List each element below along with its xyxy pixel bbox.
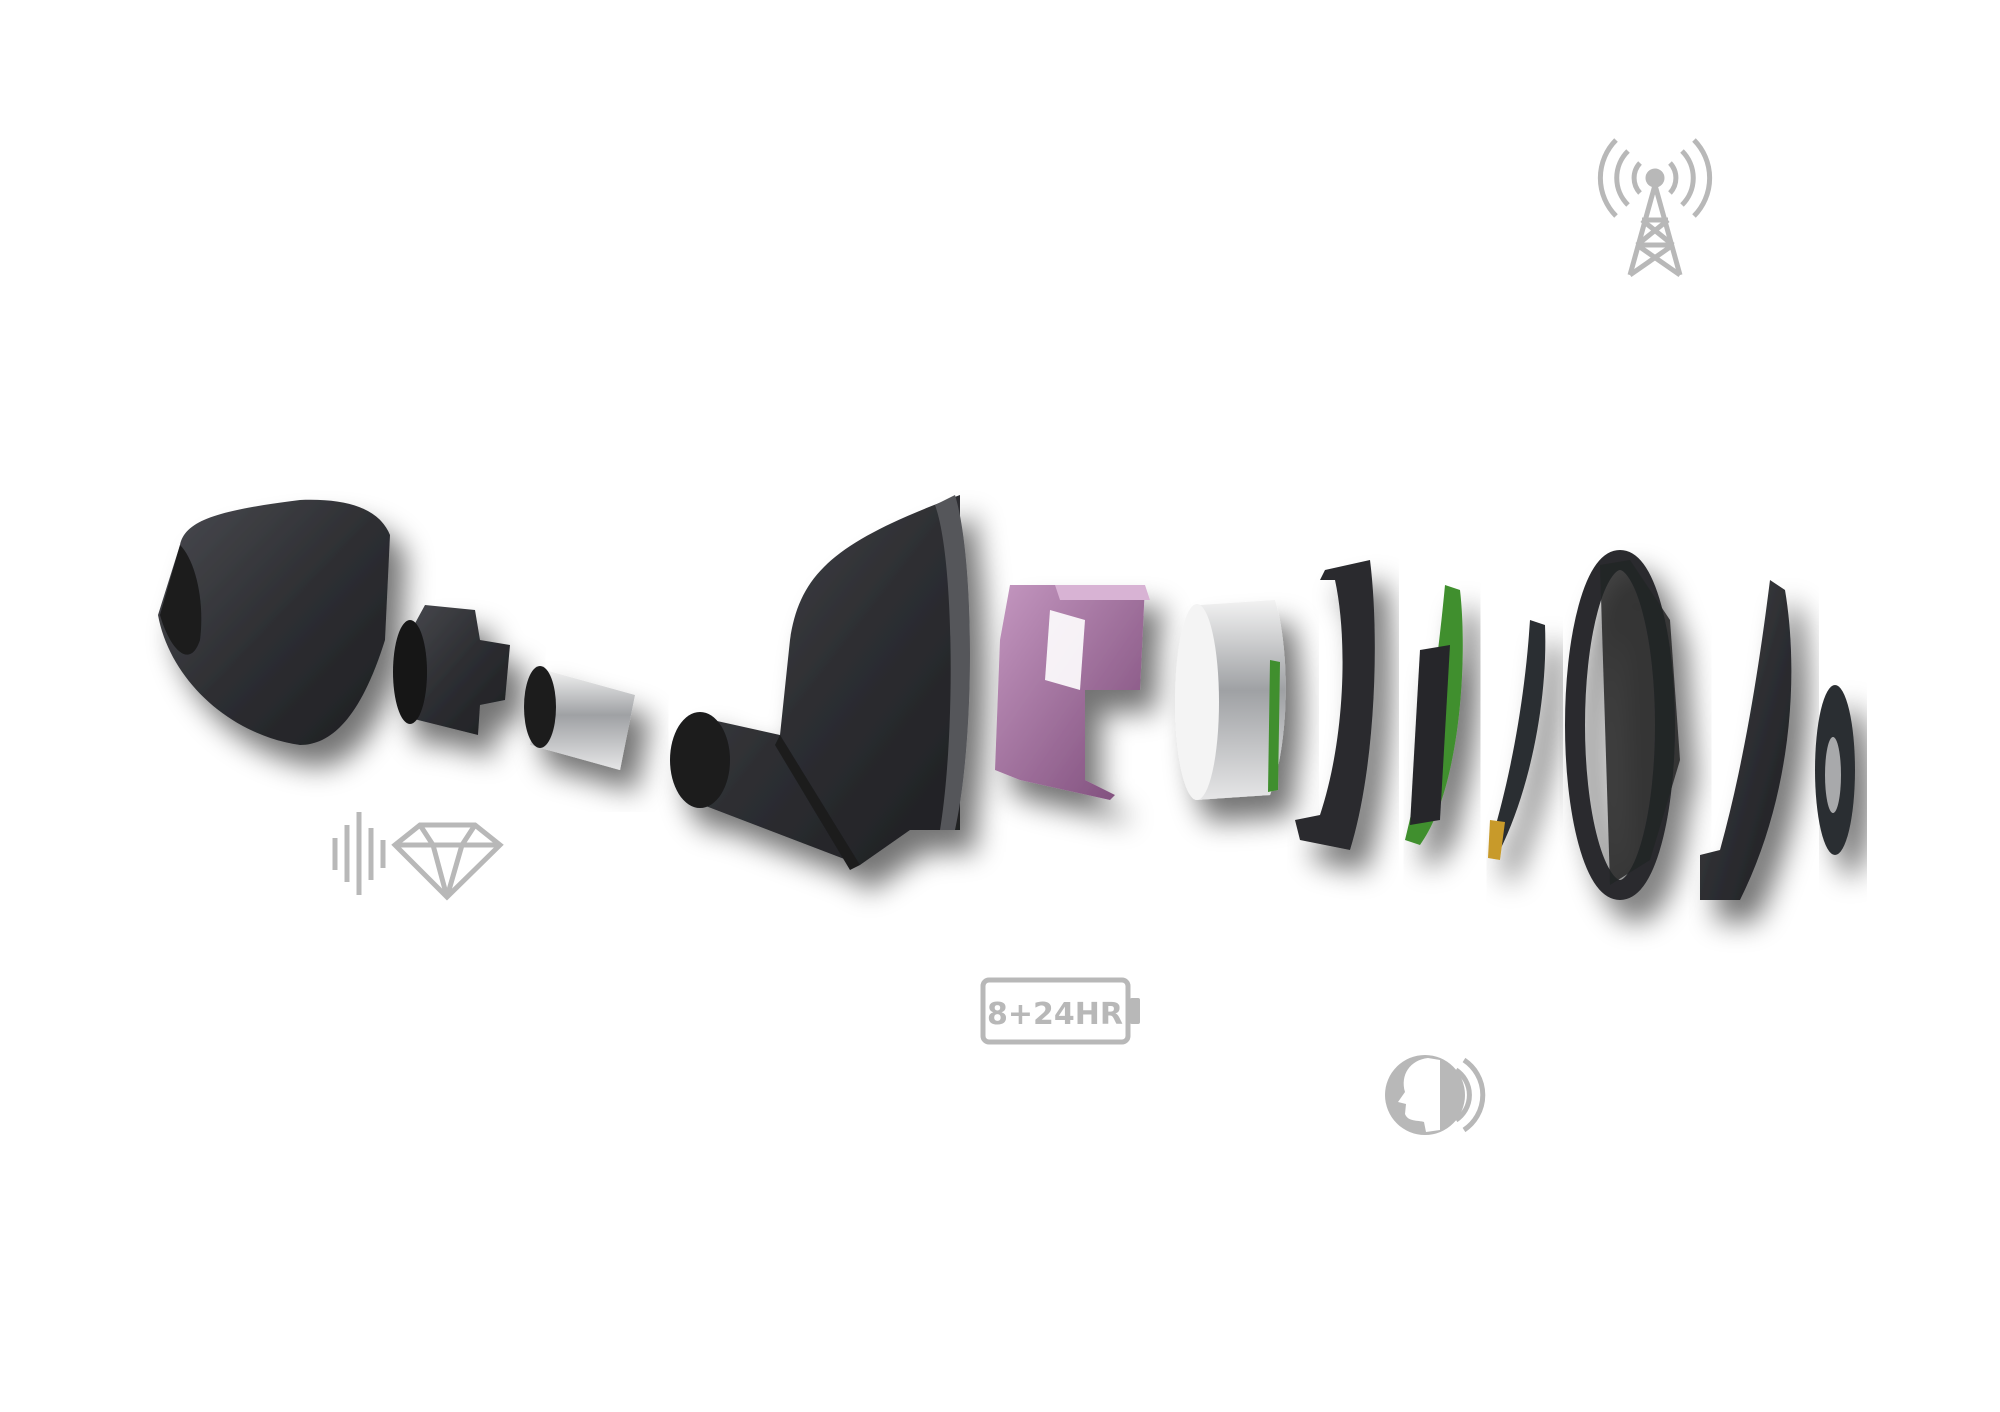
antenna-tower-icon [1597,138,1713,278]
small-washer [1815,685,1855,855]
ear-tip [158,499,390,745]
purple-bracket [995,585,1150,800]
inner-frame-ring [1295,560,1375,850]
back-plate [1700,580,1792,900]
outer-ring [1565,550,1680,900]
metal-filter-cylinder [524,666,635,770]
voice-assistant-icon [1385,1055,1486,1135]
nozzle-nut [393,605,510,735]
battery-icon: 8+24HR [980,977,1140,1045]
battery-label: 8+24HR [987,997,1123,1032]
speaker-driver [1488,620,1546,860]
coin-battery [1175,600,1286,800]
earbud-housing [670,495,970,870]
circuit-board [1405,585,1463,845]
hifi-sound-diamond-icon [332,812,504,901]
